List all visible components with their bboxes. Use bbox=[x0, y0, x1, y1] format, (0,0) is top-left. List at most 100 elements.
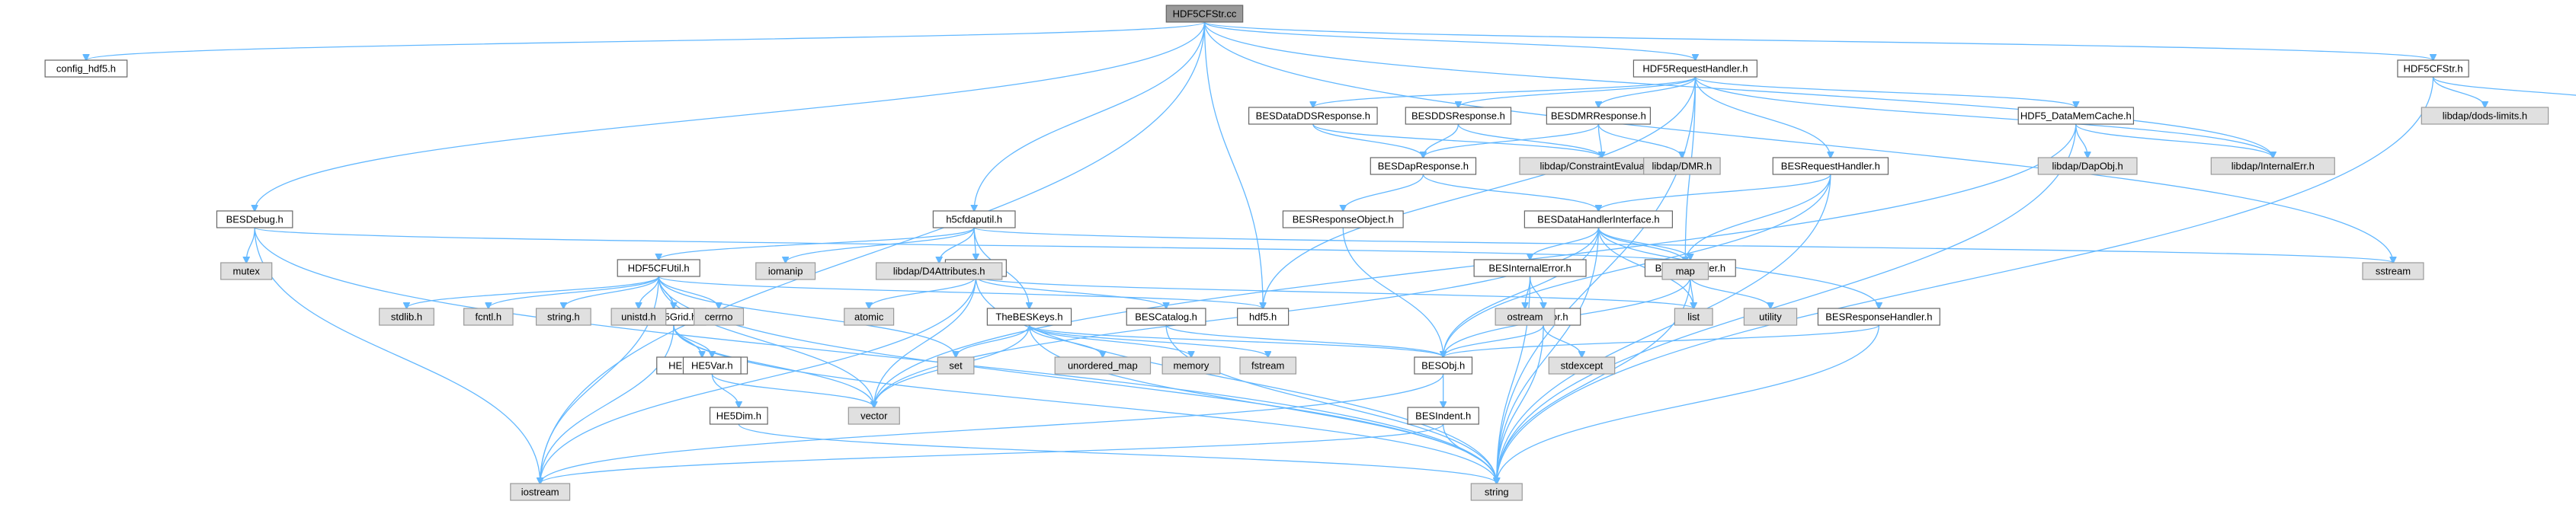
edge-BESError-to-stdexcept bbox=[1543, 324, 1581, 357]
node-label-stdexcept: stdexcept bbox=[1561, 360, 1604, 372]
edge-BESRequestHandler-to-BESDataHandlerInterface bbox=[1598, 174, 1831, 211]
node-label-list: list bbox=[1687, 311, 1700, 323]
node-box-config_hdf5 bbox=[44, 59, 128, 78]
node-box-HDF5CFUtil bbox=[617, 259, 700, 277]
node-HDF5RequestHandler[interactable]: HDF5RequestHandler.h bbox=[1632, 59, 1758, 78]
node-box-stdexcept bbox=[1548, 356, 1616, 375]
node-label-InternalErr: libdap/InternalErr.h bbox=[2232, 161, 2315, 172]
edge-HDF5_DataMemCache-to-string bbox=[1497, 123, 2077, 484]
edges-layer bbox=[86, 21, 2576, 484]
node-box-mutex bbox=[220, 262, 273, 280]
node-box-TheBESKeys bbox=[986, 308, 1072, 326]
edge-BESInternalError-to-BESError bbox=[1529, 276, 1544, 308]
node-label-HDF5CFUtil: HDF5CFUtil.h bbox=[628, 263, 690, 274]
node-BESDapResponse[interactable]: BESDapResponse.h bbox=[1370, 157, 1477, 175]
edge-TheBESKeys-to-BESObj bbox=[1028, 324, 1443, 357]
edge-HDF5RequestHandler-to-BESRequestHandler bbox=[1694, 76, 1830, 158]
edge-BESObj-to-iostream bbox=[540, 373, 1444, 484]
node-HE5Dim[interactable]: HE5Dim.h bbox=[709, 407, 768, 425]
edge-BESError-to-string bbox=[1497, 324, 1544, 484]
node-hdf5_h[interactable]: hdf5.h bbox=[1237, 308, 1290, 326]
node-label-BESDataHandlerInterface: BESDataHandlerInterface.h bbox=[1537, 214, 1659, 225]
node-HDF5CFUtil[interactable]: HDF5CFUtil.h bbox=[617, 259, 700, 277]
node-label-memory: memory bbox=[1173, 360, 1209, 372]
node-box-HDF5_DataMemCache bbox=[2017, 107, 2135, 125]
node-label-HE5Var: HE5Var.h bbox=[691, 360, 733, 372]
edge-BESDebug-to-map bbox=[254, 227, 1685, 263]
edge-BESUtil-to-iostream bbox=[540, 276, 977, 484]
node-box-BESObj bbox=[1414, 356, 1473, 375]
edge-h5cfdaputil-to-sstream bbox=[973, 227, 2393, 263]
node-BESDDSResponse[interactable]: BESDDSResponse.h bbox=[1405, 107, 1512, 125]
edge-BESUtil-to-atomic bbox=[869, 276, 977, 308]
edge-root-to-HDF5RequestHandler bbox=[1203, 21, 1695, 60]
edge-BESResponseObject-to-BESObj bbox=[1342, 227, 1443, 357]
node-box-stdlib bbox=[379, 308, 434, 326]
node-BESResponseHandler[interactable]: BESResponseHandler.h bbox=[1817, 308, 1940, 326]
node-TheBESKeys[interactable]: TheBESKeys.h bbox=[986, 308, 1072, 326]
edge-HDF5CFUtil-to-hdf5_h bbox=[658, 276, 1263, 308]
edge-BESDataHandlerInterface-to-map bbox=[1597, 227, 1685, 263]
edge-BESDataHandlerInterface-to-BESInternalError bbox=[1530, 227, 1600, 260]
node-string: string bbox=[1470, 483, 1523, 501]
node-label-D4Attributes: libdap/D4Attributes.h bbox=[893, 266, 985, 277]
node-BESInternalError[interactable]: BESInternalError.h bbox=[1473, 259, 1587, 277]
node-BESDataDDSResponse[interactable]: BESDataDDSResponse.h bbox=[1248, 107, 1378, 125]
node-label-string_h: string.h bbox=[547, 311, 580, 323]
node-HDF5_DataMemCache[interactable]: HDF5_DataMemCache.h bbox=[2017, 107, 2135, 125]
node-HDF5CFStr_h[interactable]: HDF5CFStr.h bbox=[2397, 59, 2469, 78]
node-box-dods_limits bbox=[2421, 107, 2549, 125]
node-sstream: sstream bbox=[2362, 262, 2424, 280]
node-fstream: fstream bbox=[1239, 356, 1297, 375]
node-label-TheBESKeys: TheBESKeys.h bbox=[995, 311, 1062, 323]
node-HE5Var[interactable]: HE5Var.h bbox=[682, 356, 742, 375]
node-box-unordered_map bbox=[1054, 356, 1152, 375]
node-box-BESDDSResponse bbox=[1405, 107, 1512, 125]
node-cerrno: cerrno bbox=[694, 308, 745, 326]
edge-HDF5CFStr_h-to-string bbox=[1497, 76, 2434, 484]
node-label-BESCatalog: BESCatalog.h bbox=[1135, 311, 1197, 323]
edge-BESDebug-to-mutex bbox=[246, 227, 255, 263]
node-mutex: mutex bbox=[220, 262, 273, 280]
node-label-utility: utility bbox=[1759, 311, 1782, 323]
node-root[interactable]: HDF5CFStr.cc bbox=[1165, 5, 1244, 23]
node-InternalErr: libdap/InternalErr.h bbox=[2210, 157, 2335, 175]
node-BESObj[interactable]: BESObj.h bbox=[1414, 356, 1473, 375]
edge-BESDMRResponse-to-BESDapResponse bbox=[1423, 123, 1600, 158]
node-BESDebug[interactable]: BESDebug.h bbox=[216, 210, 293, 228]
edge-h5cfdaputil-to-iomanip bbox=[786, 227, 975, 263]
node-box-DapObj bbox=[2037, 157, 2138, 175]
node-label-BESDDSResponse: BESDDSResponse.h bbox=[1411, 110, 1505, 122]
node-label-BESDebug: BESDebug.h bbox=[226, 214, 284, 225]
node-DMR: libdap/DMR.h bbox=[1643, 157, 1721, 175]
node-label-BESObj: BESObj.h bbox=[1421, 360, 1465, 372]
node-config_hdf5[interactable]: config_hdf5.h bbox=[44, 59, 128, 78]
node-BESResponseObject[interactable]: BESResponseObject.h bbox=[1282, 210, 1404, 228]
node-label-ConstraintEvaluator: libdap/ConstraintEvaluator.h bbox=[1540, 161, 1664, 172]
edge-HE5Grid-to-HE5Var bbox=[673, 324, 712, 357]
edge-root-to-BESDebug bbox=[255, 21, 1206, 211]
edge-HDF5CFUtil-to-cerrno bbox=[658, 276, 719, 308]
node-label-vector: vector bbox=[860, 410, 888, 422]
node-BESCatalog[interactable]: BESCatalog.h bbox=[1126, 308, 1206, 326]
node-BESDMRResponse[interactable]: BESDMRResponse.h bbox=[1546, 107, 1652, 125]
node-box-vector bbox=[847, 407, 900, 425]
node-box-BESDebug bbox=[216, 210, 293, 228]
edge-BESDataDDSResponse-to-ConstraintEvaluator bbox=[1312, 123, 1602, 158]
edge-BESUtil-to-string bbox=[975, 276, 1496, 484]
node-label-set: set bbox=[949, 360, 963, 372]
node-label-h5cfdaputil: h5cfdaputil.h bbox=[946, 214, 1002, 225]
node-box-BESCatalog bbox=[1126, 308, 1206, 326]
node-BESRequestHandler[interactable]: BESRequestHandler.h bbox=[1772, 157, 1889, 175]
node-BESIndent[interactable]: BESIndent.h bbox=[1407, 407, 1479, 425]
node-map: map bbox=[1661, 262, 1709, 280]
node-label-map: map bbox=[1676, 266, 1695, 277]
node-h5cfdaputil[interactable]: h5cfdaputil.h bbox=[932, 210, 1016, 228]
node-box-HE5Dim bbox=[709, 407, 768, 425]
edge-HDF5CFUtil-to-vector bbox=[658, 276, 874, 407]
edge-root-to-HDF5CFStr_h bbox=[1203, 21, 2433, 60]
node-list: list bbox=[1674, 308, 1713, 326]
edge-HDF5RequestHandler-to-InternalErr bbox=[1694, 76, 2273, 158]
node-BESDataHandlerInterface[interactable]: BESDataHandlerInterface.h bbox=[1523, 210, 1673, 228]
